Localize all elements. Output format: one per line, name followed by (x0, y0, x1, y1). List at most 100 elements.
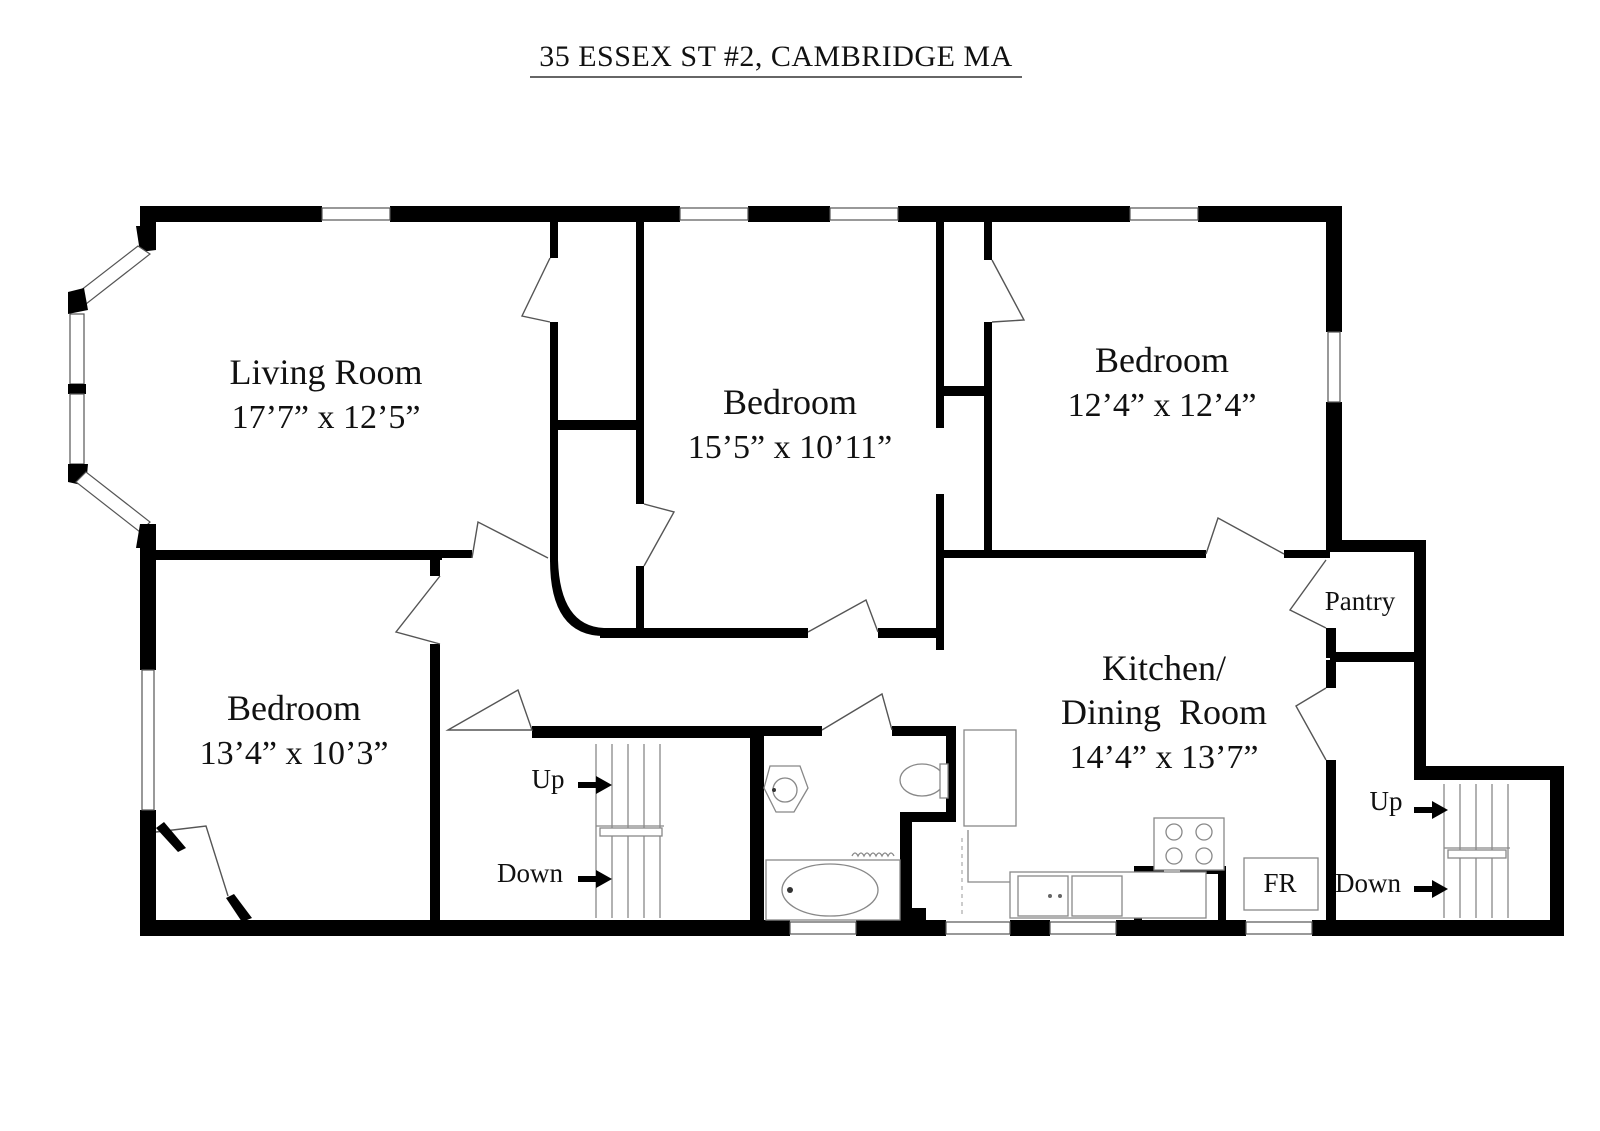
wall-pantry-bottom (1330, 652, 1426, 662)
sink-icon (763, 765, 809, 813)
wall-bottom-1 (140, 920, 790, 936)
door-kitchen-rear (1295, 687, 1327, 761)
window-bay-left-1 (69, 313, 85, 385)
stair-arrows (578, 776, 1448, 898)
wall-stair-box-top (1414, 766, 1564, 780)
wall-stair-box-right (1550, 766, 1564, 936)
arrow-right-icon (578, 870, 612, 888)
wall-top-2 (390, 206, 680, 222)
wall-living-bottom-3 (442, 550, 472, 558)
door-pantry (1288, 559, 1327, 629)
wall-closet-right-lower (636, 566, 644, 638)
stair-right-up-label: Up (1370, 786, 1403, 816)
door-bedroom-left-bottom (155, 825, 229, 897)
door-bedroom-left (394, 575, 441, 645)
fridge-label: FR (1263, 868, 1296, 898)
kitchen-name-line2: Dining Room (1061, 692, 1267, 732)
wall-bedroom-left-right-lower (430, 644, 440, 936)
window-top-1 (321, 207, 391, 221)
wall-bedroom-right-bottom-1 (944, 550, 1206, 558)
wall-bay-corner-top (136, 226, 156, 252)
window-bay-lower (75, 471, 151, 533)
stair-center-up-label: Up (532, 764, 565, 794)
arrow-right-icon (1414, 801, 1448, 819)
door-bath (821, 692, 893, 731)
wall-stair-right (750, 726, 764, 936)
plan-title-group: 35 ESSEX ST #2, CAMBRIDGE MA (530, 40, 1022, 78)
kitchen-counter-line (967, 830, 1010, 883)
toilet-icon (899, 763, 949, 799)
window-top-3 (829, 207, 899, 221)
arrow-right-icon (578, 776, 612, 794)
living-room-name: Living Room (229, 352, 422, 392)
door-closet-2 (643, 503, 676, 567)
wall-center-right-upper (936, 222, 944, 428)
wall-closet-left-lower (550, 322, 558, 562)
room-labels: Living Room 17’7” x 12’5” Bedroom 15’5” … (200, 340, 1403, 898)
wall-bay-corner-upper-left (68, 288, 88, 314)
doors (155, 257, 1327, 922)
wall-living-bottom-2 (430, 550, 442, 560)
wall-stair-top (532, 726, 762, 738)
wall-center-right-lower (936, 494, 944, 650)
wall-top-4 (898, 206, 1130, 222)
wall-bath-step-h (900, 812, 956, 822)
kitchen-counter-tall (963, 729, 1017, 827)
stair-right-down-label: Down (1335, 868, 1401, 898)
stair-right-landing (1447, 849, 1507, 859)
door-stair (445, 688, 533, 731)
wall-closet-left-upper (550, 222, 558, 258)
wall-bay-corner-bottom (136, 524, 156, 548)
wall-pantry-top (1326, 540, 1426, 552)
shower-coil (851, 852, 895, 858)
wall-closet2-mid (936, 386, 992, 396)
wall-bath-top-1 (750, 726, 822, 736)
wall-nook-right (1218, 866, 1226, 928)
door-closet-3 (991, 259, 1026, 323)
wall-bedroom-right-bottom-2 (1284, 550, 1330, 558)
bedroom-right-dims: 12’4” x 12’4” (1068, 387, 1257, 424)
bedroom-center-name: Bedroom (723, 382, 857, 422)
bathtub-icon (765, 852, 901, 921)
kitchen-name-line1: Kitchen/ (1102, 648, 1226, 688)
wall-kitchen-right-lower (1326, 760, 1336, 936)
wall-bedroom-center-bottom-1 (600, 628, 808, 638)
arrow-right-icon (1414, 880, 1448, 898)
kitchen-dims: 14’4” x 13’7” (1070, 739, 1259, 776)
wall-closet-curve (550, 560, 604, 636)
wall-closet2-right-lower (984, 322, 992, 550)
bedroom-right-name: Bedroom (1095, 340, 1229, 380)
exterior-walls (68, 206, 1564, 936)
wall-bath-step-foot (912, 908, 926, 928)
wall-bedroom-left-right-upper (430, 556, 440, 576)
wall-top-5 (1198, 206, 1342, 222)
stair-center-landing (599, 827, 663, 837)
door-bedroom-right (1205, 516, 1285, 555)
window-bay-upper (75, 245, 152, 305)
door-bedroom-center (807, 598, 879, 633)
door-living (471, 520, 549, 559)
bedroom-left-dims: 13’4” x 10’3” (200, 735, 389, 772)
stairs-center (595, 744, 664, 918)
wall-bay-mullion (68, 384, 86, 394)
wall-closet2-right-upper (984, 222, 992, 260)
living-room-dims: 17’7” x 12’5” (232, 399, 421, 436)
plan-title: 35 ESSEX ST #2, CAMBRIDGE MA (539, 40, 1013, 73)
wall-nook-top (1134, 866, 1164, 874)
wall-closet-mid (550, 420, 642, 430)
wall-closet-right-upper (636, 222, 644, 504)
window-left-1 (141, 669, 155, 811)
wall-top-3 (748, 206, 830, 222)
bathroom-fixtures (763, 763, 949, 921)
wall-pantry-left-upper (1326, 628, 1336, 658)
bedroom-center-dims: 15’5” x 10’11” (688, 429, 893, 466)
window-right-1 (1327, 331, 1341, 403)
wall-right-upper-2 (1326, 402, 1342, 550)
wall-bath-top-2 (892, 726, 956, 736)
wall-bath-right (946, 726, 956, 820)
wall-left-1 (140, 528, 156, 670)
wall-left-2 (140, 810, 156, 936)
fridge-box (1243, 857, 1319, 911)
stair-center-down-label: Down (497, 858, 563, 888)
